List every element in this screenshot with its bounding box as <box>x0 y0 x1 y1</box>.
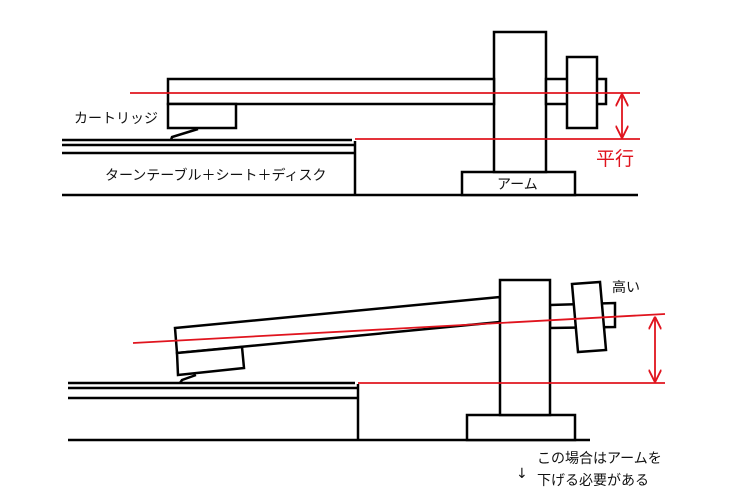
stylus <box>178 373 197 384</box>
counterweight <box>570 280 608 354</box>
stylus <box>169 127 199 141</box>
cartridge <box>175 345 246 377</box>
note-line-2: 下げる必要がある <box>537 473 649 489</box>
parallel-diagram: カートリッジ ターンテーブル＋シート＋ディスク アーム 平行 <box>62 30 640 197</box>
arm-pillar <box>492 30 548 174</box>
cartridge <box>166 102 238 130</box>
arm-label: アーム <box>497 177 538 193</box>
high-label: 高い <box>612 279 640 296</box>
turntable <box>68 381 360 440</box>
turntable <box>62 138 357 195</box>
parallel-label: 平行 <box>596 148 634 170</box>
cartridge-label: カートリッジ <box>74 111 158 127</box>
note-line-1: この場合はアームを <box>537 451 662 467</box>
arm-base <box>465 413 577 442</box>
turntable-label: ターンテーブル＋シート＋ディスク <box>105 167 326 184</box>
too-high-diagram: 高い ↓ この場合はアームを 下げる必要がある <box>68 278 666 489</box>
arm-tube <box>166 77 496 106</box>
arm-reference-line <box>132 313 666 344</box>
down-arrow-icon: ↓ <box>516 466 528 482</box>
arm-pillar <box>498 278 552 417</box>
